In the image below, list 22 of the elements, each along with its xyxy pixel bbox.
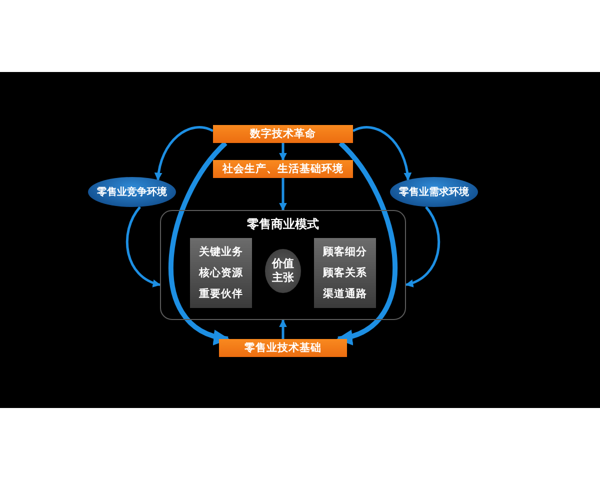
- arrow: [279, 178, 287, 211]
- curved-arrow: [352, 126, 412, 181]
- curved-arrow: [168, 141, 230, 344]
- list-item: 渠道通路: [323, 286, 367, 301]
- list-item: 核心资源: [199, 266, 243, 280]
- process-box: 社会生产、生活基础环境: [213, 160, 353, 178]
- panel-heading: 零售商业模式: [247, 216, 319, 233]
- list-item: 顾客细分: [323, 245, 367, 260]
- process-box: 数字技术革命: [213, 125, 353, 143]
- list-panel: [314, 238, 376, 308]
- curved-arrow: [126, 206, 161, 287]
- list-item: 顾客关系: [323, 266, 367, 280]
- list-panel: [190, 238, 252, 308]
- curved-arrow: [336, 141, 398, 344]
- curved-arrow: [154, 126, 214, 181]
- group-panel: [160, 210, 406, 320]
- process-box: 零售业技术基础: [219, 339, 347, 357]
- curved-arrow: [405, 206, 440, 287]
- arrow: [279, 319, 287, 339]
- list-item: 关键业务: [199, 245, 243, 260]
- arrow: [279, 143, 287, 161]
- list-item: 重要伙伴: [199, 286, 243, 301]
